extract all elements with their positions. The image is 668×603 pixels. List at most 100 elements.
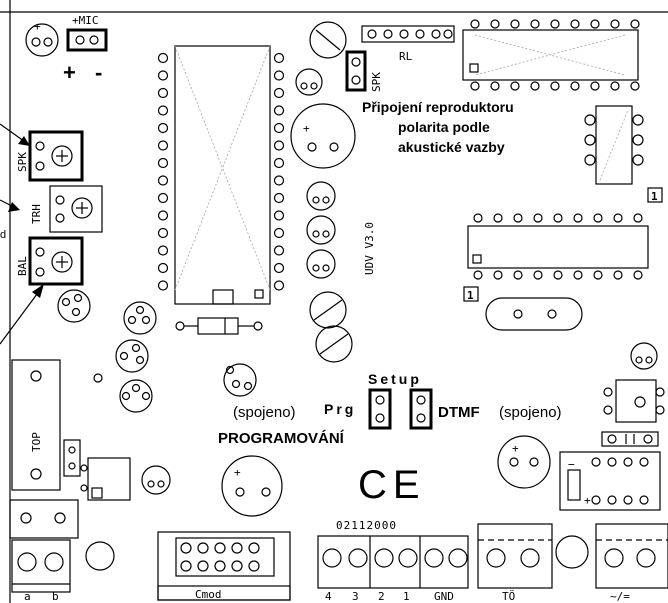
- pin-pad: [610, 81, 620, 91]
- pin-pad: [214, 560, 226, 572]
- term-4: 4: [325, 590, 332, 603]
- pin1-label-b: 1: [467, 289, 474, 302]
- mic-jumper: [66, 28, 108, 52]
- trimmer-top: [309, 21, 347, 59]
- pin-pad: [630, 81, 640, 91]
- programovani-label: PROGRAMOVÁNÍ: [218, 430, 345, 447]
- pin-pad: [553, 213, 563, 223]
- pin-pad: [613, 213, 623, 223]
- pin-pad: [197, 542, 209, 554]
- arrow-trh: [0, 199, 20, 212]
- terminal-block-to: [477, 523, 553, 589]
- cmod-label: Cmod: [195, 588, 222, 601]
- pin-pad: [273, 157, 285, 169]
- pot-trh: [49, 185, 103, 233]
- relay-small: [584, 105, 644, 185]
- svg-text:+: +: [34, 20, 41, 33]
- pin-pad: [590, 81, 600, 91]
- pin-pad: [273, 70, 285, 81]
- pin-pad: [273, 52, 285, 64]
- pin-pad: [610, 19, 620, 29]
- trimmers-center: [309, 291, 353, 363]
- pin-pad: [573, 213, 583, 223]
- svg-text:+: +: [584, 494, 591, 507]
- pot-bal: [28, 236, 84, 286]
- pin-pad: [510, 19, 520, 29]
- relay-right: [603, 379, 665, 423]
- capacitor-right-large: +: [497, 435, 551, 489]
- pin-pad: [157, 175, 169, 186]
- terminal-block-ac: [595, 523, 668, 589]
- term-3: 3: [352, 590, 359, 603]
- top-label: TOP: [30, 432, 43, 452]
- mic-plus: +: [63, 60, 76, 85]
- pin-pad: [157, 52, 169, 64]
- term-ac: ~/=: [610, 590, 630, 603]
- fuse-holder: [9, 499, 79, 539]
- pot-spk: [28, 130, 84, 182]
- pin1-marker-a: [647, 187, 663, 203]
- ic-middle-right-pins: [473, 213, 643, 280]
- left-partial-text: d: [0, 229, 6, 241]
- svg-text:−: −: [568, 458, 575, 471]
- hole-mount-right: [555, 535, 589, 569]
- jumper-dtmf: [409, 388, 433, 430]
- pin-pad: [570, 19, 580, 29]
- pin-pad: [157, 262, 169, 274]
- speaker-note-line1: Připojení reproduktoru: [362, 99, 514, 115]
- pin-pad: [180, 542, 192, 554]
- capacitor-right-top: [630, 342, 658, 370]
- pin-pad: [493, 270, 503, 280]
- pin-pad: [623, 495, 633, 505]
- ic-pins-left: [157, 52, 169, 291]
- pin-pad: [231, 542, 243, 554]
- pin-pad: [157, 245, 169, 256]
- pin-pad: [157, 70, 169, 81]
- term-gnd: GND: [434, 590, 454, 603]
- term-to: TÖ: [502, 590, 515, 603]
- pin-pad: [530, 81, 540, 91]
- pin-pad: [157, 210, 169, 221]
- pin-pad: [510, 81, 520, 91]
- pin-pad: [591, 457, 601, 467]
- pin-pad: [550, 19, 560, 29]
- transistor-5: [223, 363, 257, 397]
- prg-label: Prg: [324, 401, 356, 417]
- arrow-spk: [0, 123, 30, 146]
- pin-pad: [197, 560, 209, 572]
- spk-jumper-label: SPK: [370, 72, 383, 92]
- svg-text:+: +: [303, 122, 310, 135]
- pin-pad: [530, 19, 540, 29]
- pin-pad: [607, 457, 617, 467]
- pin-pad: [273, 87, 285, 99]
- pin-pad: [513, 270, 523, 280]
- terminal-block-signals: [317, 535, 469, 589]
- pin-pad: [273, 140, 285, 151]
- pin-pad: [273, 280, 285, 291]
- ic-top-right: [462, 29, 639, 81]
- pin-pad: [273, 262, 285, 274]
- pin-pad: [248, 542, 260, 554]
- pin-pad: [273, 122, 285, 134]
- pin-pad: [473, 213, 483, 223]
- pin-pad: [633, 213, 643, 223]
- pin-pad: [590, 19, 600, 29]
- ic-pins-right: [273, 52, 285, 291]
- capacitor-small-1: [295, 68, 323, 96]
- pin-pad: [157, 122, 169, 134]
- pin-pad: [157, 280, 169, 291]
- conn-a-label: a: [24, 590, 31, 603]
- term-2: 2: [378, 590, 385, 603]
- pin-pad: [273, 210, 285, 221]
- pin-pad: [490, 81, 500, 91]
- pin-pad: [639, 457, 649, 467]
- pin-pad: [550, 81, 560, 91]
- capacitor-small-left: [141, 465, 171, 495]
- rl-label: RL: [399, 50, 413, 63]
- date-code: 02112000: [336, 519, 397, 532]
- pin-pad: [513, 213, 523, 223]
- speaker-note-line2: polarita podle: [398, 119, 490, 135]
- optocoupler: − +: [559, 451, 661, 511]
- diode: [175, 317, 263, 335]
- setup-label: Setup: [368, 371, 422, 387]
